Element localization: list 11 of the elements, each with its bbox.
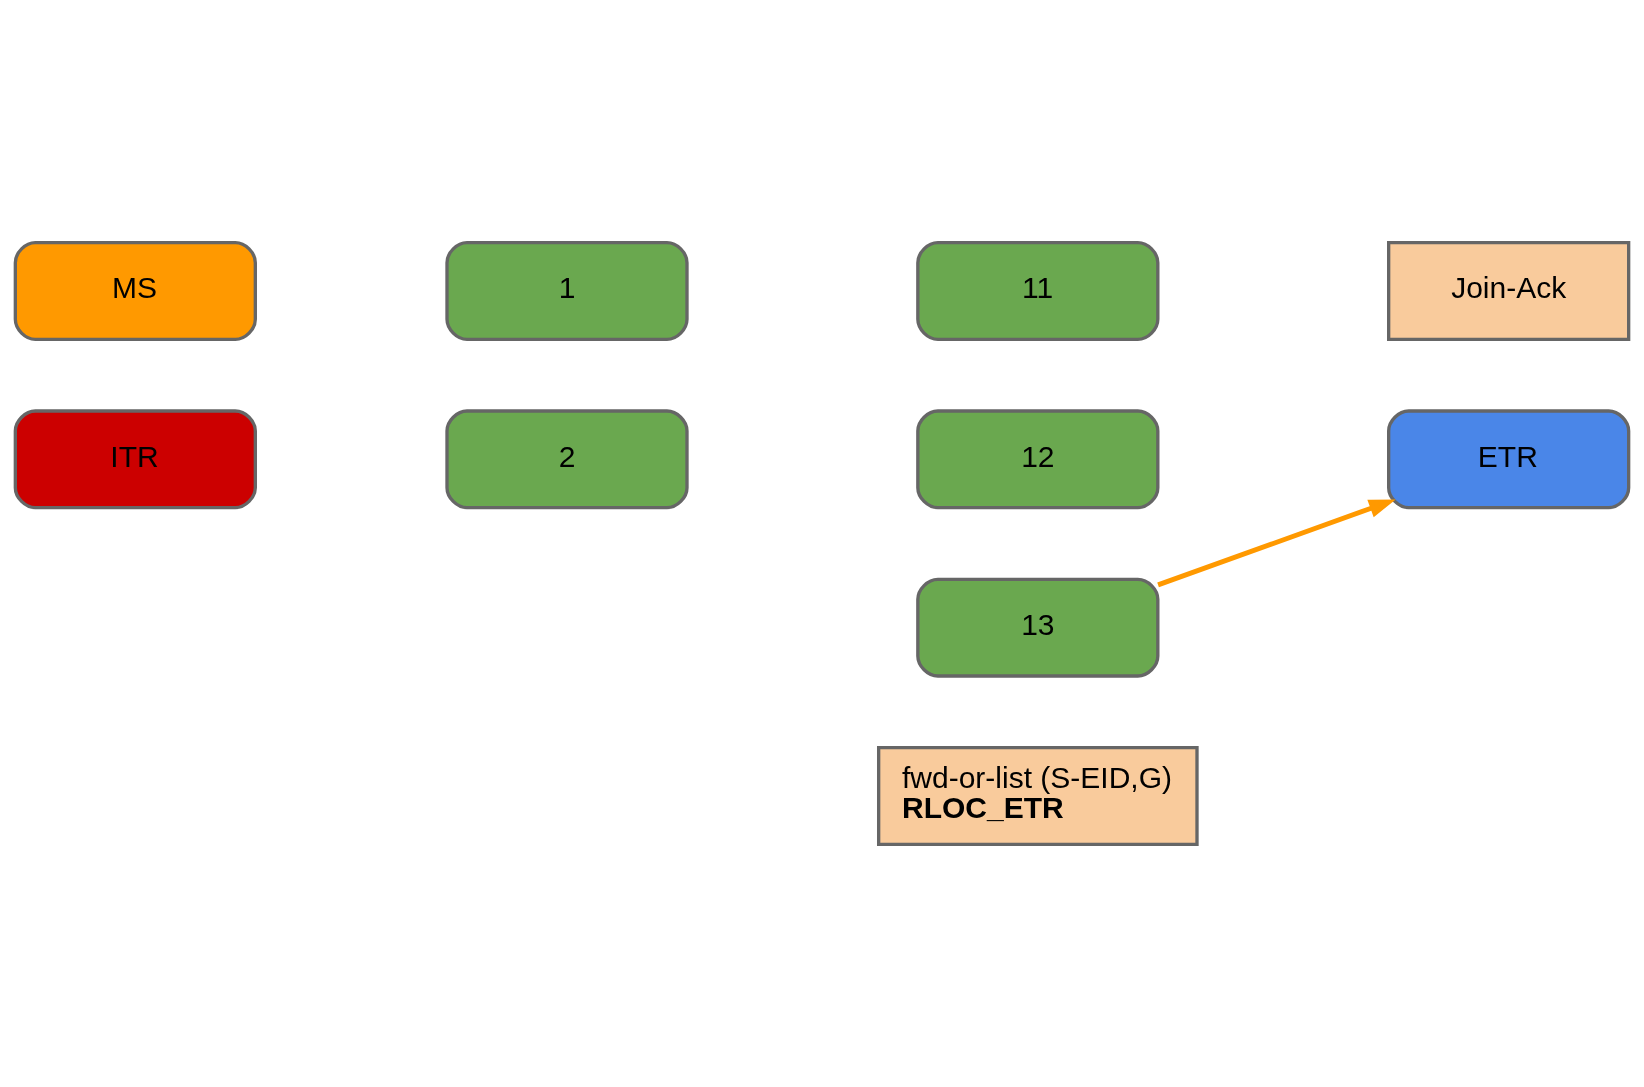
arrow — [1157, 499, 1396, 588]
node-box: 1 — [445, 241, 689, 341]
node-box: ETR — [1387, 409, 1631, 510]
node-box: MS — [13, 241, 257, 341]
node-box: fwd-or-list (S-EID,G) RLOC_ETR — [877, 746, 1199, 846]
node-box: 2 — [445, 409, 689, 510]
node-box: 12 — [916, 409, 1160, 510]
node-box: 13 — [916, 577, 1160, 678]
node-box: ITR — [13, 409, 257, 510]
node-box: 11 — [916, 241, 1160, 341]
node-box: Join-Ack — [1387, 241, 1631, 341]
